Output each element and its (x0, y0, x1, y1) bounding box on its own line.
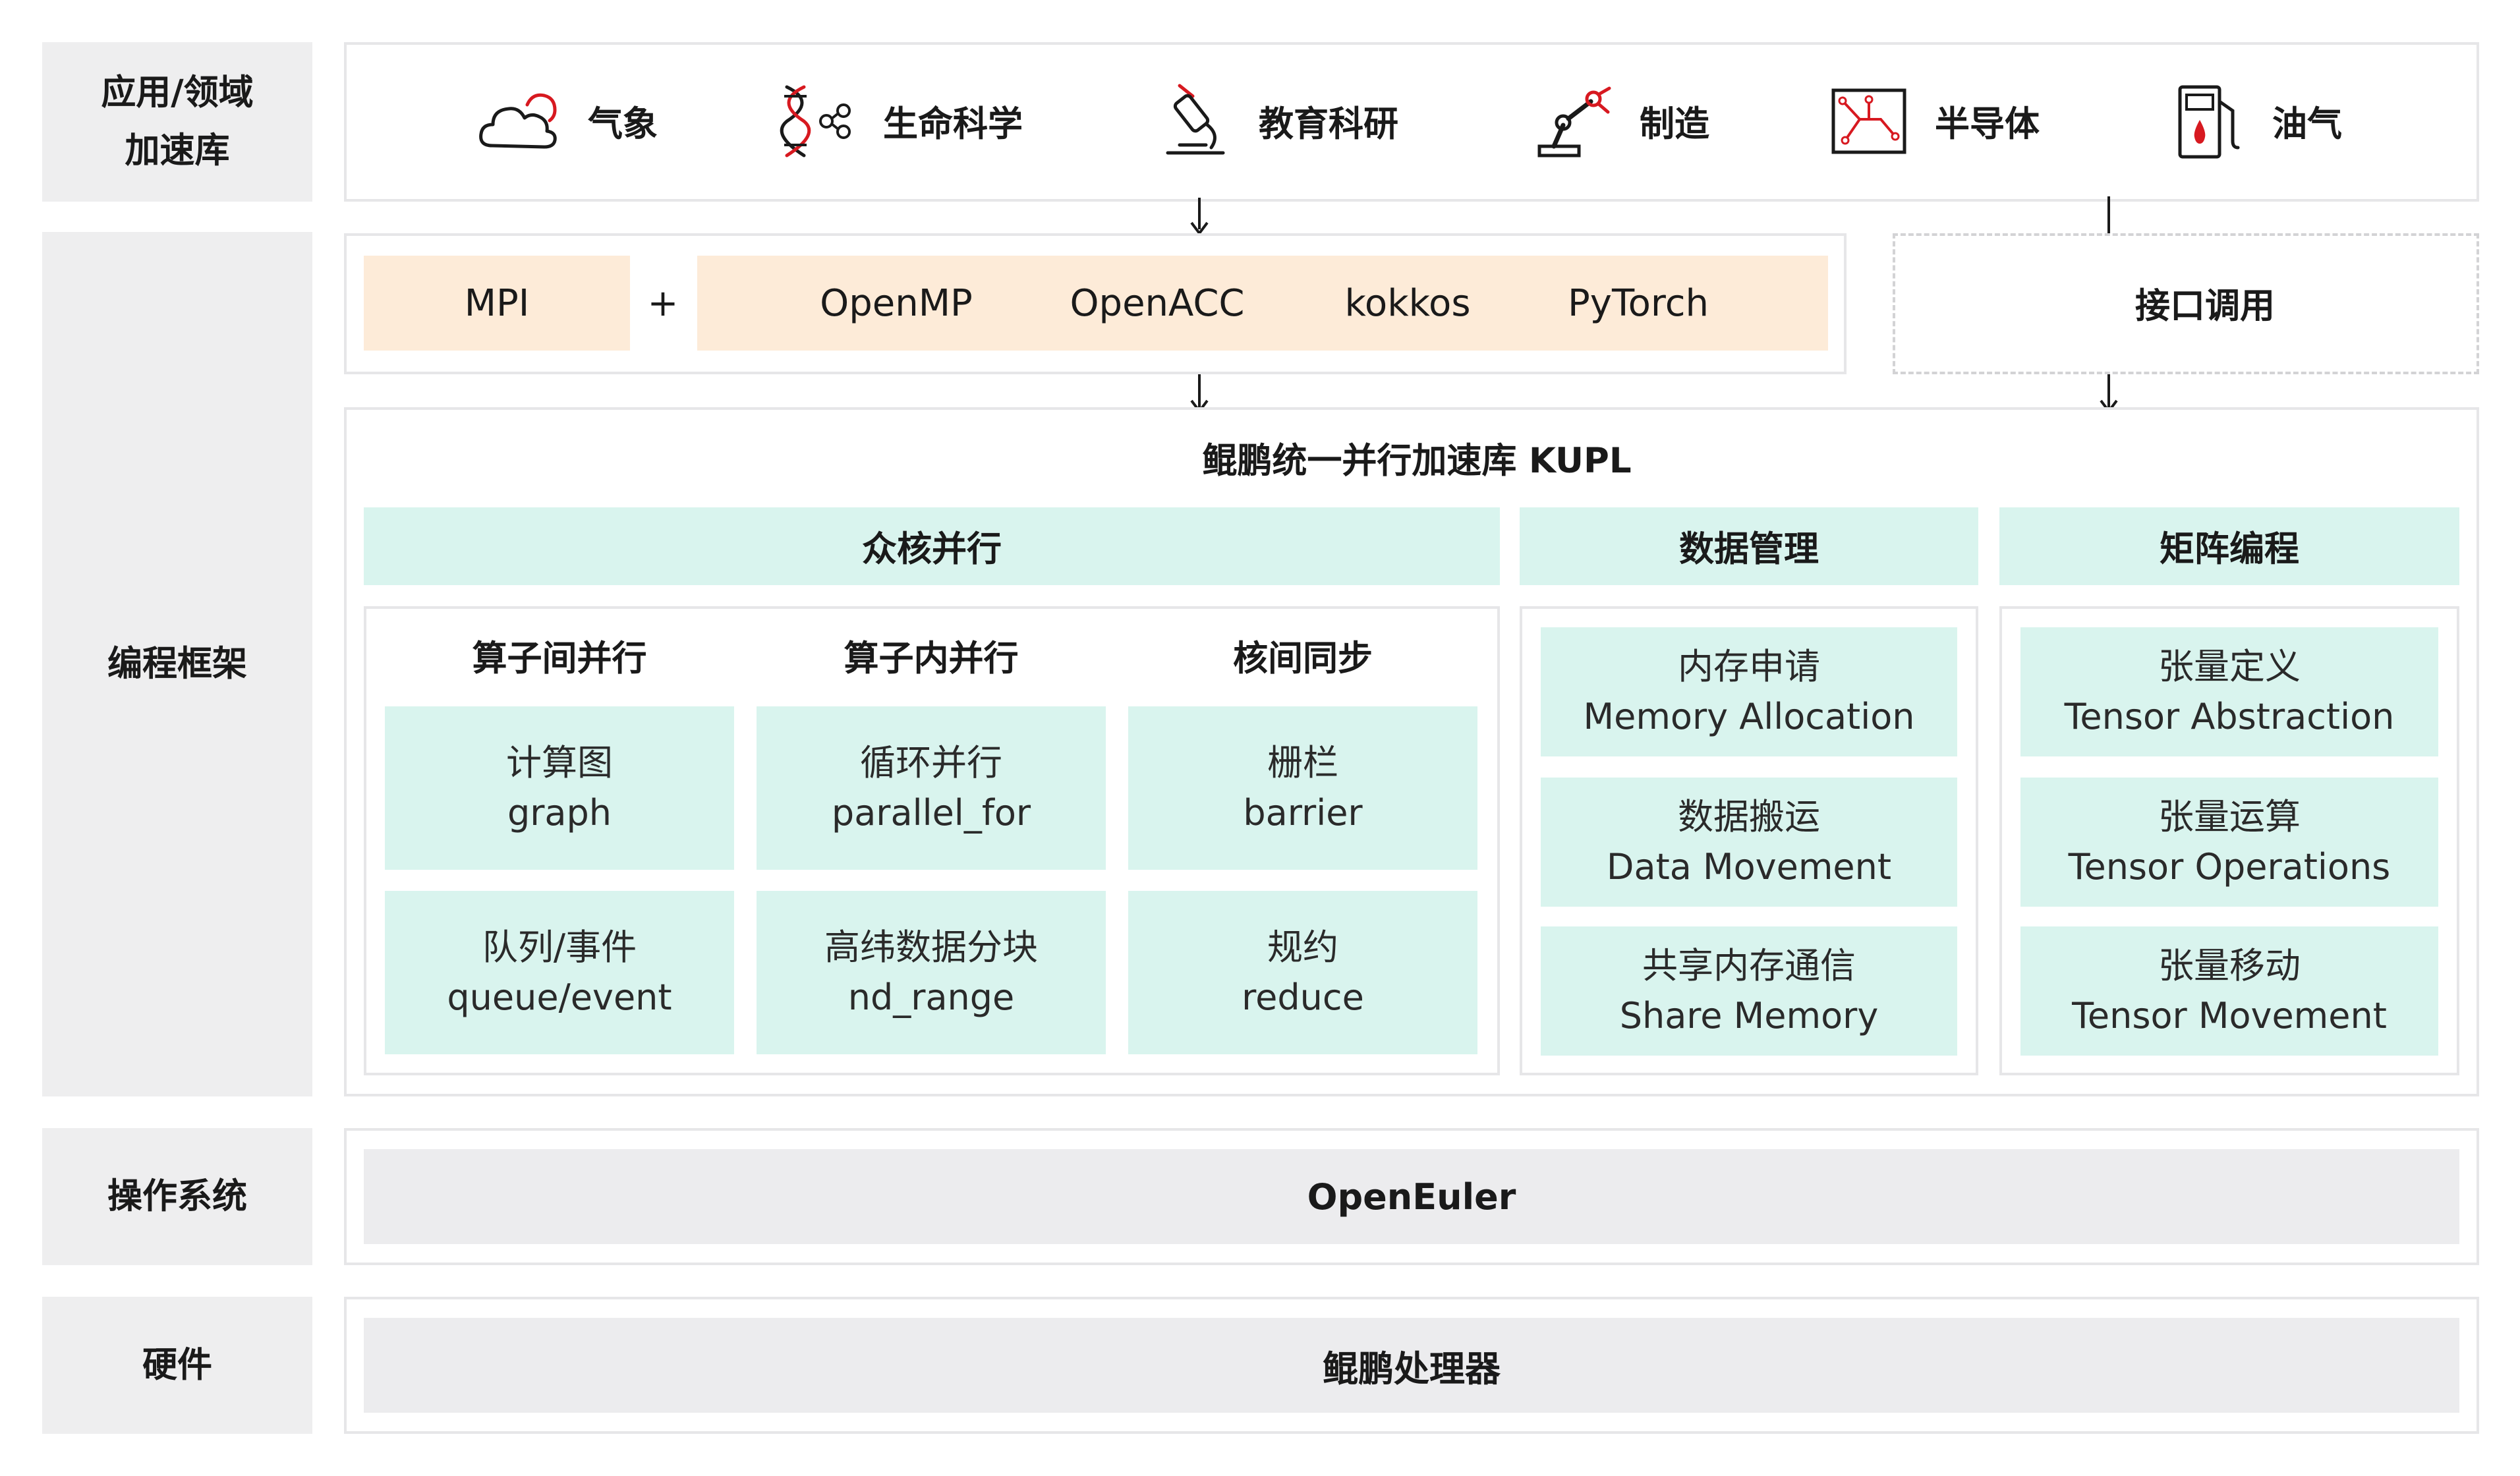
plus-sign: + (647, 281, 679, 325)
layer-label-app: 应用/领域 加速库 (42, 42, 312, 202)
domain-label: 生命科学 (883, 104, 1023, 144)
cell-en: Memory Allocation (1583, 696, 1915, 737)
cell-tensor-operations: 张量运算 Tensor Operations (2020, 778, 2438, 907)
domain-item-weather: 气象 (476, 79, 658, 163)
layer-label-framework: 编程框架 (42, 232, 312, 1096)
framework-kokkos: kokkos (1344, 281, 1471, 325)
cell-en: parallel_for (831, 792, 1031, 834)
domain-label: 制造 (1640, 104, 1709, 144)
hardware-bar: 鲲鹏处理器 (364, 1318, 2459, 1413)
domain-item-life-science: 生命科学 (778, 79, 1023, 163)
os-bar: OpenEuler (364, 1149, 2459, 1244)
cell-cn: 计算图 (506, 742, 613, 783)
cell-reduce: 规约 reduce (1128, 891, 1477, 1054)
domain-item-research: 教育科研 (1160, 79, 1398, 163)
matrix-header: 矩阵编程 (1999, 507, 2459, 585)
arrowhead-icon (1190, 221, 1209, 235)
cell-share-memory: 共享内存通信 Share Memory (1541, 926, 1957, 1056)
mpi-box: MPI (364, 256, 630, 351)
robot-arm-icon (1537, 86, 1611, 157)
column-header-sync: 核间同步 (1233, 639, 1373, 679)
cell-cn: 栅栏 (1267, 742, 1338, 783)
arrow-app-to-framework (1198, 198, 1201, 229)
layer-label-hardware: 硬件 (42, 1297, 312, 1434)
cell-data-movement: 数据搬运 Data Movement (1541, 778, 1957, 907)
framework-openmp: OpenMP (820, 281, 973, 325)
dna-icon (780, 85, 851, 157)
kupl-title: 鲲鹏统一并行加速库 KUPL (1202, 441, 1632, 481)
cell-cn: 规约 (1267, 926, 1338, 968)
domain-label: 半导体 (1935, 104, 2040, 144)
cell-en: queue/event (447, 977, 672, 1018)
cloud-icon (479, 93, 557, 149)
cell-en: Tensor Abstraction (2064, 696, 2395, 737)
cell-nd-range: 高纬数据分块 nd_range (757, 891, 1106, 1054)
domain-label: 教育科研 (1259, 104, 1398, 144)
column-header-inter-op: 算子间并行 (472, 639, 647, 679)
cell-parallel-for: 循环并行 parallel_for (757, 706, 1106, 870)
domain-item-manufacturing: 制造 (1534, 79, 1709, 163)
cell-cn: 循环并行 (860, 742, 1002, 783)
cell-en: Tensor Operations (2068, 846, 2391, 888)
many-core-header: 众核并行 (364, 507, 1500, 585)
column-header-intra-op: 算子内并行 (844, 639, 1019, 679)
cell-tensor-movement: 张量移动 Tensor Movement (2020, 926, 2438, 1056)
cell-en: nd_range (847, 977, 1015, 1018)
arrow-framework-to-kupl (1198, 373, 1201, 407)
cell-cn: 张量移动 (2158, 945, 2301, 986)
cell-cn: 队列/事件 (482, 926, 637, 968)
cell-tensor-abstraction: 张量定义 Tensor Abstraction (2020, 627, 2438, 756)
cell-graph: 计算图 graph (385, 706, 734, 870)
cell-en: barrier (1243, 792, 1363, 834)
framework-openacc: OpenACC (1070, 281, 1245, 325)
domain-item-oil-gas: 油气 (2173, 79, 2342, 163)
cell-cn: 内存申请 (1678, 646, 1820, 687)
cell-cn: 数据搬运 (1678, 796, 1820, 837)
cell-en: Data Movement (1606, 846, 1892, 888)
cell-cn: 张量运算 (2158, 796, 2301, 837)
microscope-icon (1166, 84, 1225, 155)
circuit-board-icon (1831, 88, 1906, 154)
cell-en: Share Memory (1619, 995, 1879, 1036)
fuel-pump-icon (2178, 85, 2240, 159)
framework-group (697, 256, 1828, 351)
domain-item-semiconductor: 半导体 (1829, 79, 2040, 163)
domain-label: 气象 (588, 104, 658, 144)
layer-label-os: 操作系统 (42, 1128, 312, 1265)
cell-barrier: 栅栏 barrier (1128, 706, 1477, 870)
cell-en: Tensor Movement (2072, 995, 2387, 1036)
cell-en: graph (507, 792, 612, 834)
domain-label: 油气 (2272, 104, 2342, 144)
data-mgmt-header: 数据管理 (1520, 507, 1978, 585)
cell-cn: 张量定义 (2158, 646, 2301, 687)
cell-cn: 共享内存通信 (1642, 945, 1856, 986)
interface-call-label: 接口调用 (2135, 286, 2275, 326)
cell-cn: 高纬数据分块 (824, 926, 1038, 968)
framework-pytorch: PyTorch (1568, 281, 1709, 325)
cell-en: reduce (1242, 977, 1364, 1018)
cell-memory-allocation: 内存申请 Memory Allocation (1541, 627, 1957, 756)
domain-row (344, 42, 2479, 202)
cell-queue-event: 队列/事件 queue/event (385, 891, 734, 1054)
interface-call-box (1893, 233, 2479, 374)
